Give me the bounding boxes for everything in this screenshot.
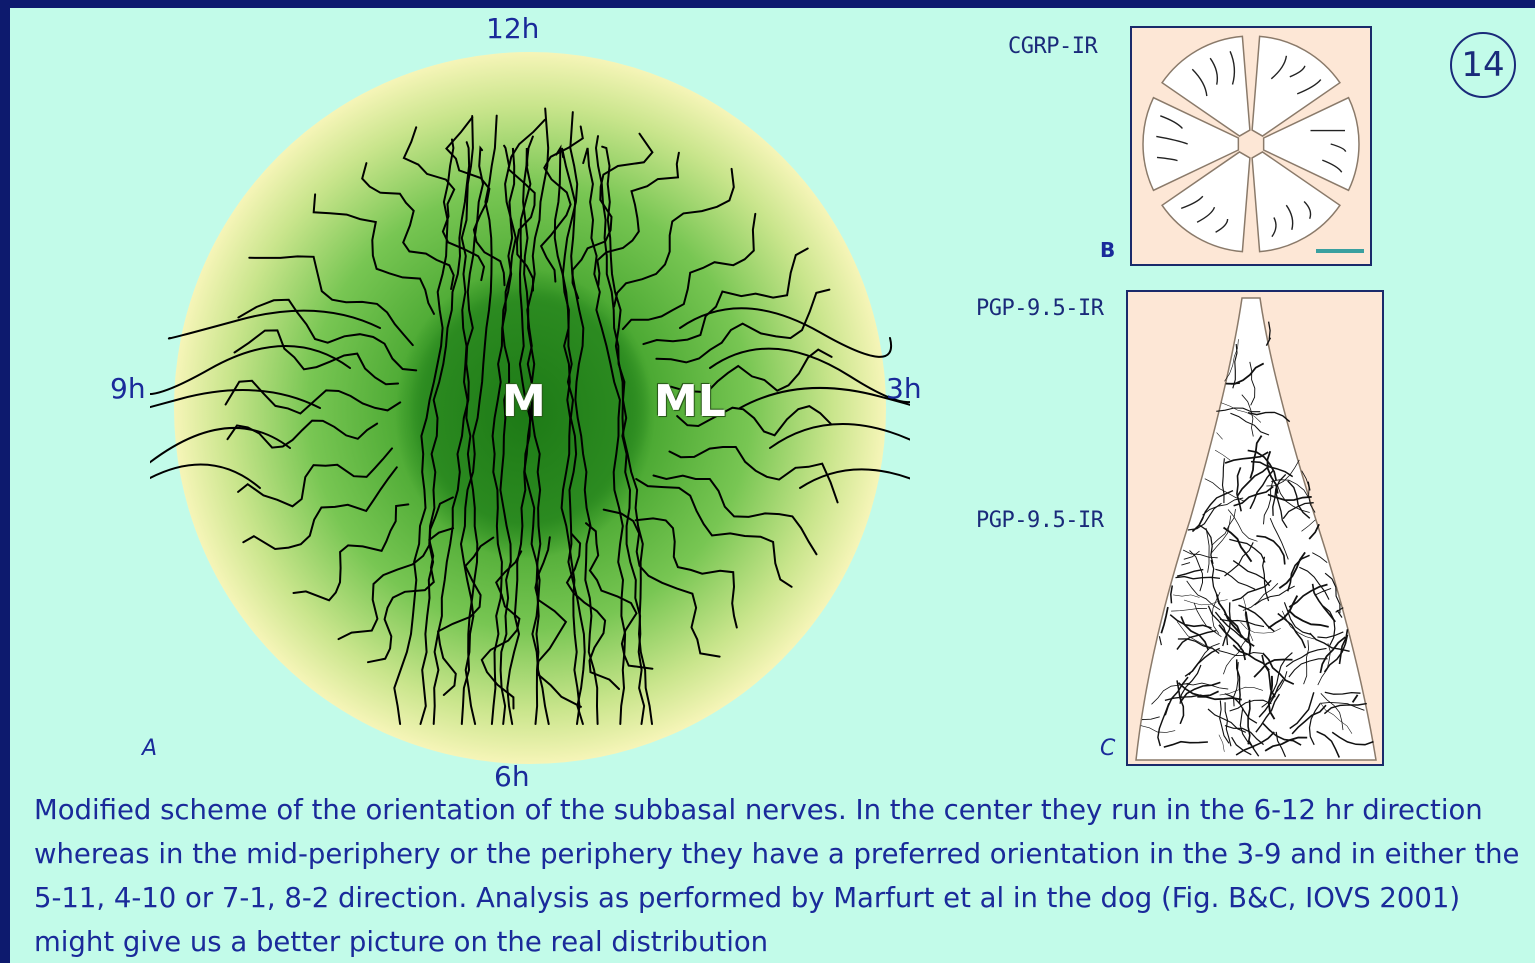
stain-label-pgp-mid: PGP-9.5-IR bbox=[976, 508, 1103, 533]
panel-letter-a: A bbox=[142, 736, 157, 761]
panel-letter-c: C bbox=[1100, 736, 1115, 761]
stain-label-pgp-top: PGP-9.5-IR bbox=[976, 296, 1103, 321]
clock-label-3h: 3h bbox=[886, 372, 922, 405]
figure-caption: Modified scheme of the orientation of th… bbox=[34, 788, 1534, 963]
slide-number-badge: 14 bbox=[1450, 32, 1516, 98]
pgp-flatmount-image bbox=[1126, 290, 1384, 766]
slide: 12h 3h 6h 9h M ML A CGRP-IR B PGP-9.5-IR… bbox=[10, 8, 1535, 963]
cgrp-flatmount-image bbox=[1130, 26, 1372, 266]
zone-label-ml: ML bbox=[654, 376, 726, 427]
panel-letter-b: B bbox=[1100, 238, 1115, 262]
clock-label-12h: 12h bbox=[486, 12, 539, 45]
clock-label-9h: 9h bbox=[110, 372, 146, 405]
zone-label-m: M bbox=[502, 376, 546, 427]
stain-label-cgrp: CGRP-IR bbox=[1008, 34, 1097, 59]
